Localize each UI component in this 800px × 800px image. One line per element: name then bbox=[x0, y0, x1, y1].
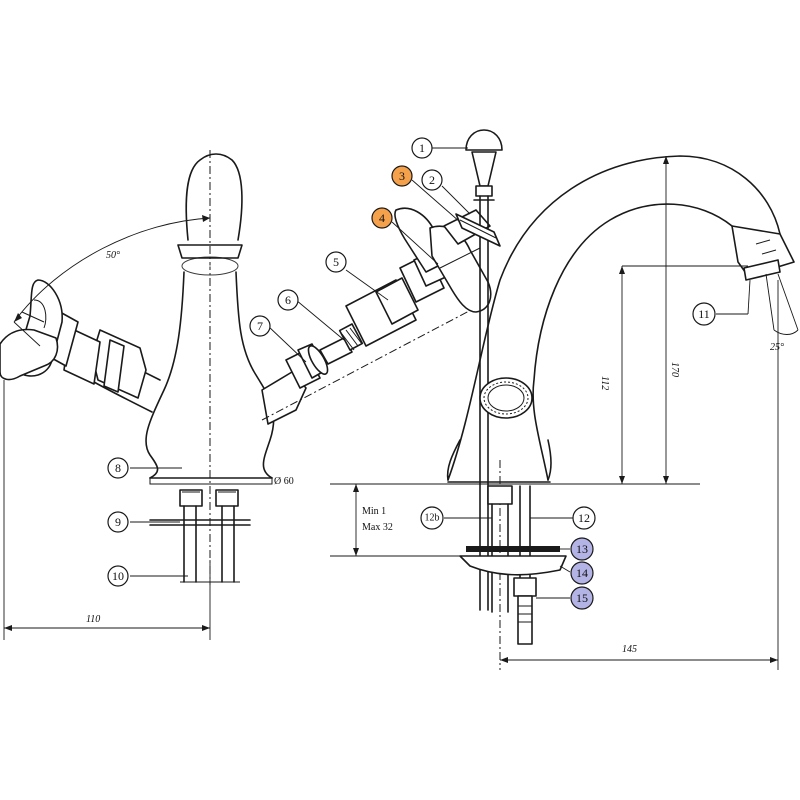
deck-max-label: Max 32 bbox=[362, 522, 393, 533]
angle-handle-label: 50° bbox=[106, 250, 120, 261]
deck-min-label: Min 1 bbox=[362, 506, 386, 517]
svg-text:11: 11 bbox=[698, 307, 710, 321]
callout-2: 2 bbox=[421, 169, 443, 191]
svg-text:7: 7 bbox=[257, 319, 263, 333]
callout-13: 13 bbox=[570, 537, 594, 561]
callout-12: 12 bbox=[572, 506, 596, 530]
depth-right-label: 145 bbox=[622, 644, 637, 655]
svg-text:10: 10 bbox=[112, 569, 124, 583]
callout-10: 10 bbox=[107, 565, 129, 587]
callout-1: 1 bbox=[411, 137, 433, 159]
svg-text:5: 5 bbox=[333, 255, 339, 269]
callout-8: 8 bbox=[107, 457, 129, 479]
svg-text:2: 2 bbox=[429, 173, 435, 187]
leader-lines bbox=[130, 147, 751, 599]
diameter-label: Ø 60 bbox=[274, 476, 294, 487]
svg-text:12: 12 bbox=[578, 511, 590, 525]
callout-4: 4 bbox=[371, 207, 393, 229]
height-total-label: 170 bbox=[669, 362, 680, 377]
svg-text:4: 4 bbox=[379, 211, 385, 225]
svg-text:13: 13 bbox=[576, 542, 588, 556]
front-view bbox=[0, 150, 492, 640]
callout-11: 11 bbox=[692, 302, 716, 326]
supply-connectors bbox=[149, 489, 251, 583]
height-spout-label: 112 bbox=[599, 376, 610, 390]
svg-text:1: 1 bbox=[419, 141, 425, 155]
svg-text:6: 6 bbox=[285, 293, 291, 307]
callout-6: 6 bbox=[277, 289, 299, 311]
svg-text:8: 8 bbox=[115, 461, 121, 475]
width-left-label: 110 bbox=[86, 614, 100, 625]
svg-text:3: 3 bbox=[399, 169, 405, 183]
callout-9: 9 bbox=[107, 511, 129, 533]
angle-spout-label: 25° bbox=[770, 342, 784, 353]
callout-7: 7 bbox=[249, 315, 271, 337]
callout-14: 14 bbox=[570, 561, 594, 585]
callout-12b: 12b bbox=[420, 506, 444, 530]
callout-3: 3 bbox=[391, 165, 413, 187]
side-view bbox=[330, 129, 799, 670]
callout-5: 5 bbox=[325, 251, 347, 273]
svg-text:15: 15 bbox=[576, 591, 588, 605]
svg-text:14: 14 bbox=[576, 566, 588, 580]
svg-text:9: 9 bbox=[115, 515, 121, 529]
svg-text:12b: 12b bbox=[425, 513, 440, 524]
callout-15: 15 bbox=[570, 586, 594, 610]
